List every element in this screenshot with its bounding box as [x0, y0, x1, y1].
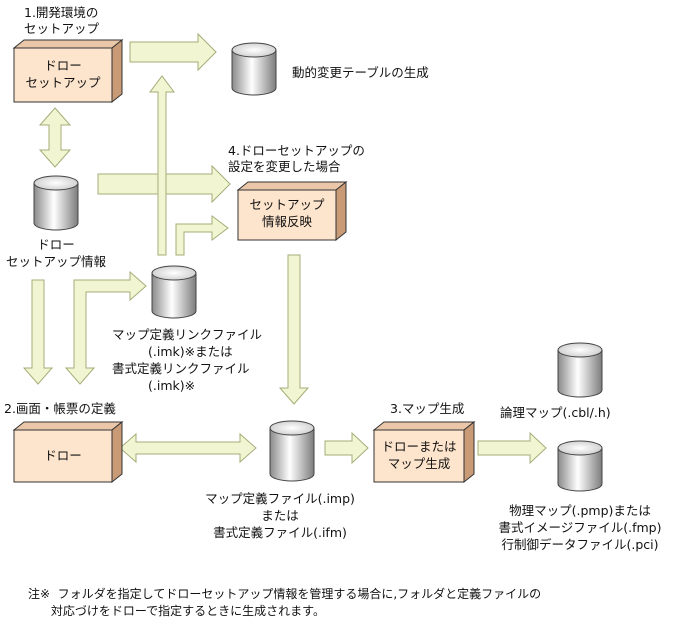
- box-draw-or-mapgen-label-2: マップ生成: [387, 456, 451, 471]
- physical-map-label-3: 行制御データファイル(.pci): [501, 537, 659, 552]
- physical-map-label-2: 書式イメージファイル(.fmp): [498, 520, 662, 535]
- box-draw-setup-label-1: ドロー: [44, 58, 82, 73]
- box-setup-reflect: [236, 180, 348, 242]
- link-file-label-1: マップ定義リンクファイル: [112, 327, 263, 342]
- arrow-setup-info-to-draw-1: [22, 279, 54, 385]
- def-file-label-1: マップ定義ファイル(.imp): [205, 491, 355, 506]
- cylinder-physical-map: [557, 440, 603, 492]
- setup-info-label-1: ドロー: [37, 237, 75, 252]
- cylinder-dynamic-table: [231, 42, 277, 96]
- step1-title-line1: 1.開発環境の: [24, 5, 99, 20]
- box-draw: [12, 420, 124, 484]
- arrow-link-file-to-setup: [149, 75, 175, 256]
- step3-title: 3.マップ生成: [390, 401, 465, 416]
- step4-title-line2: 設定を変更した場合: [228, 159, 341, 174]
- step4-title-line1: 4.ドローセットアップの: [228, 143, 365, 158]
- box-draw-or-mapgen-label-1: ドローまたは: [381, 439, 457, 454]
- link-file-label-2: (.imk)※または: [148, 344, 233, 359]
- step1-title-line2: セットアップ: [24, 21, 100, 36]
- box-draw-label: ドロー: [44, 448, 82, 463]
- cylinder-link-file: [151, 265, 197, 319]
- step2-title: 2.画面・帳票の定義: [4, 401, 116, 416]
- arrow-mapgen-to-outputs: [477, 431, 547, 465]
- box-draw-setup: [12, 38, 124, 104]
- cylinder-draw-setup-info: [33, 175, 79, 231]
- arrow-draw-def-file-bidirectional: [119, 432, 257, 464]
- cylinder-def-file: [269, 420, 315, 482]
- arrow-link-file-to-draw: [64, 270, 147, 385]
- footnote-line1: 注※ フォルダを指定してドローセットアップ情報を管理する場合に,フォルダと定義フ…: [28, 587, 542, 601]
- link-file-label-4: (.imk)※: [148, 378, 196, 393]
- setup-info-label-2: セットアップ情報: [5, 254, 106, 269]
- footnote-line2: 対応づけをドローで指定するときに生成されます。: [28, 604, 325, 618]
- box-draw-setup-label-2: セットアップ: [25, 75, 101, 90]
- box-setup-reflect-label-1: セットアップ: [249, 197, 325, 212]
- link-file-label-3: 書式定義リンクファイル: [112, 361, 250, 376]
- arrow-setup-to-dynamic-table: [129, 32, 217, 72]
- arrow-def-file-to-mapgen: [324, 431, 369, 465]
- box-setup-reflect-label-2: 情報反映: [261, 214, 312, 229]
- logical-map-label: 論理マップ(.cbl/.h): [500, 405, 611, 420]
- arrow-reflect-to-def-file: [278, 254, 310, 405]
- box-draw-or-mapgen: [372, 420, 476, 484]
- dynamic-table-label: 動的変更テーブルの生成: [292, 65, 429, 80]
- def-file-label-2: または: [261, 508, 299, 523]
- arrow-link-file-to-reflect: [175, 215, 229, 256]
- cylinder-logical-map: [557, 342, 603, 398]
- physical-map-label-1: 物理マップ(.pmp)または: [509, 503, 651, 518]
- def-file-label-3: 書式定義ファイル(.ifm): [213, 525, 347, 540]
- arrow-setup-info-bidirectional: [38, 107, 72, 168]
